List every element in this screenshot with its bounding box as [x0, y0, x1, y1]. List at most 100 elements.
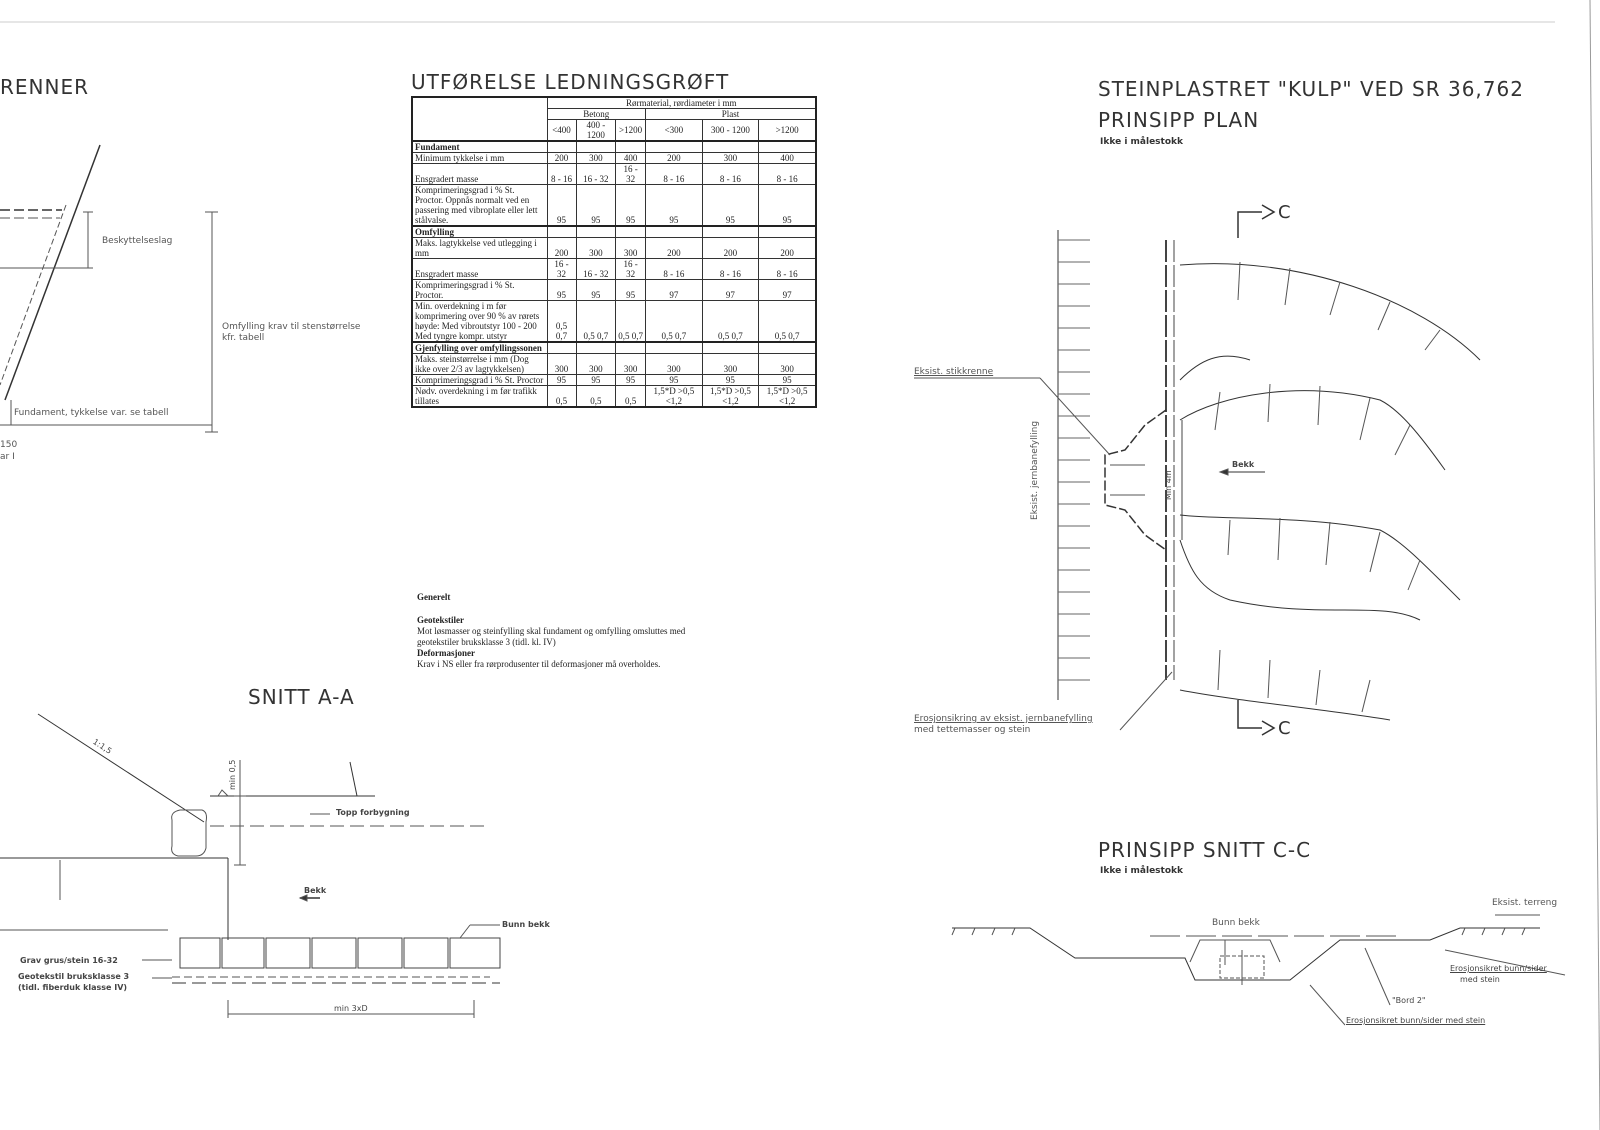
table-cell: [575, 140, 617, 153]
fundament-label: Fundament, tykkelse var. se tabell: [14, 408, 169, 418]
table-cell: 300: [701, 152, 760, 164]
cc-bunn-bekk-label: Bunn bekk: [1212, 918, 1260, 928]
erosjon-label-1: Erosjonsikring av eksist. jernbanefyllin…: [914, 714, 1093, 724]
table-cell: 95: [575, 279, 617, 301]
table-cell: 16 - 32: [546, 258, 577, 280]
table-cell: 300: [701, 353, 760, 375]
table-cell: 95: [758, 184, 817, 227]
table-cell: 95: [645, 374, 703, 386]
table-cell: [701, 225, 760, 238]
table-cell: 95: [575, 374, 617, 386]
table-row: Nødv. overdekning i m før trafikk tillat…: [411, 385, 817, 408]
table-row-label: Minimum tykkelse i mm: [411, 152, 548, 164]
table-cell: [758, 341, 817, 354]
min-width-label: Min 4m: [1164, 470, 1173, 500]
def-text: Krav i NS eller fra rørprodusenter til d…: [417, 659, 661, 669]
table-cell: 95: [645, 184, 703, 227]
snitt-cc-scale: Ikke i målestokk: [1100, 866, 1183, 876]
table-cell: 8 - 16: [645, 163, 703, 185]
table-size-header: 400 - 1200: [575, 119, 617, 142]
table-cell: 400: [615, 152, 647, 164]
cut-label-top: C: [1278, 202, 1292, 223]
table-cell: 16 - 32: [575, 163, 617, 185]
table-row-label: Komprimeringsgrad i % St. Proctor: [411, 374, 548, 386]
table-section-heading: Gjenfylling over omfyllingssonen: [411, 341, 548, 354]
table-cell: 1,5*D >0,5 <1,2: [758, 385, 817, 408]
table-cell: [575, 225, 617, 238]
table-cell: 300: [615, 237, 647, 259]
table-cell: 8 - 16: [758, 163, 817, 185]
plan-bekk-label: Bekk: [1232, 460, 1255, 469]
dim-h-label: min 0,5: [228, 759, 237, 790]
left-section-title: RENNER: [0, 75, 89, 99]
table-cell: 0,5: [615, 385, 647, 408]
table-cell: 0,5 0,7: [546, 300, 577, 343]
def-heading: Deformasjoner: [417, 648, 475, 658]
table-row-label: Komprimeringsgrad i % St. Proctor. Oppnå…: [411, 184, 548, 227]
table-cell: 300: [575, 353, 617, 375]
table-cell: 95: [701, 374, 760, 386]
aa-bekk-label: Bekk: [304, 886, 327, 895]
table-corner: [411, 96, 548, 142]
erosjon-sider-label-2: med stein: [1460, 975, 1500, 984]
omfylling-label: Omfylling krav til stenstørrelse: [222, 322, 361, 332]
table-cell: [546, 225, 577, 238]
general-notes: Generelt Geotekstiler Mot løsmasser og s…: [417, 592, 685, 670]
table-row: Maks. steinstørrelse i mm (Dog ikke over…: [411, 353, 817, 375]
table-cell: 0,5 0,7: [701, 300, 760, 343]
geo-label-1: Geotekstil bruksklasse 3: [18, 972, 130, 981]
table-row: Min. overdekning i m før komprimering ov…: [411, 300, 817, 343]
table-cell: 8 - 16: [758, 258, 817, 280]
table-cell: 200: [645, 237, 703, 259]
table-cell: 95: [701, 184, 760, 227]
table-cell: 300: [575, 237, 617, 259]
table-cell: 16 - 32: [615, 258, 647, 280]
bunn-label: Bunn bekk: [502, 920, 550, 929]
table-cell: 0,5 0,7: [645, 300, 703, 343]
table-row-label: Komprimeringsgrad i % St. Proctor.: [411, 279, 548, 301]
table-cell: 95: [546, 184, 577, 227]
table-cell: 8 - 16: [701, 258, 760, 280]
table-row-label: Maks. lagtykkelse ved utlegging i mm: [411, 237, 548, 259]
jernbanefylling-label: Eksist. jernbanefylling: [1030, 420, 1040, 520]
table-size-header: >1200: [615, 119, 647, 142]
table-cell: 0,5: [546, 385, 577, 408]
table-cell: 8 - 16: [546, 163, 577, 185]
table-cell: [615, 341, 647, 354]
table-cell: 300: [546, 353, 577, 375]
table-cell: [758, 225, 817, 238]
table-cell: 95: [615, 374, 647, 386]
table-row-label: Min. overdekning i m før komprimering ov…: [411, 300, 548, 343]
table-header-top: Rørmaterial, rørdiameter i mm: [546, 96, 817, 109]
eksist-stikkrenne-label: Eksist. stikkrenne: [914, 367, 994, 377]
table-cell: 95: [546, 374, 577, 386]
table-cell: [645, 225, 703, 238]
table-cell: 95: [615, 279, 647, 301]
general-heading: Generelt: [417, 592, 451, 602]
table-size-header: <300: [645, 119, 703, 142]
cut-label-bottom: C: [1278, 718, 1292, 739]
table-cell: [615, 140, 647, 153]
table-cell: [701, 341, 760, 354]
table-cell: 400: [758, 152, 817, 164]
table-cell: 200: [758, 237, 817, 259]
table-cell: 200: [701, 237, 760, 259]
min-dim-label: min 3xD: [334, 1004, 368, 1013]
geo-label-2: (tidl. fiberduk klasse IV): [18, 983, 128, 992]
erosjon-sider-label-1: Erosjonsikret bunn/sider: [1450, 964, 1547, 973]
table-group-header: Betong: [546, 108, 647, 120]
geo-text-1: Mot løsmasser og steinfylling skal funda…: [417, 626, 686, 636]
table-cell: [546, 140, 577, 153]
table-cell: 16 - 32: [575, 258, 617, 280]
table-cell: 95: [546, 279, 577, 301]
table-cell: [758, 140, 817, 153]
table-row-label: Nødv. overdekning i m før trafikk tillat…: [411, 385, 548, 408]
omfylling-label-2: kfr. tabell: [222, 333, 265, 343]
table-cell: 97: [701, 279, 760, 301]
